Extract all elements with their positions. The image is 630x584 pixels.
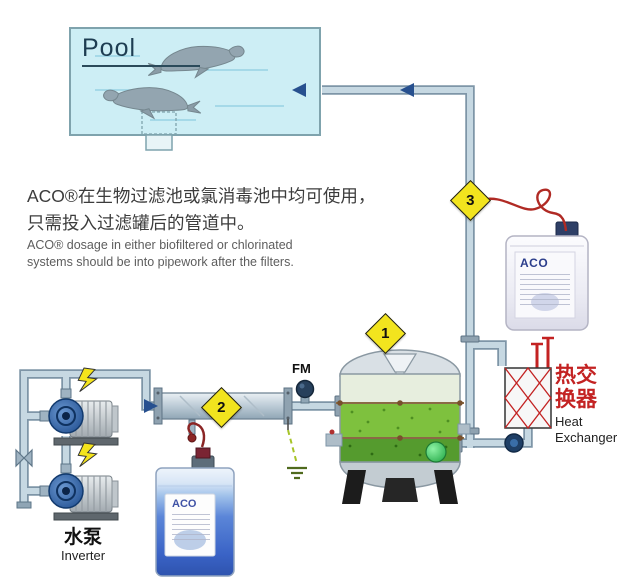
valve-icon xyxy=(15,448,33,468)
ground-icon xyxy=(287,419,307,480)
white-drum-fine-print xyxy=(520,274,570,306)
marker-2-label: 2 xyxy=(217,399,226,416)
heat-exchanger-label-en: Heat Exchanger xyxy=(555,414,618,445)
flow-arrows xyxy=(144,83,414,413)
heat-exchanger-label-zh: 热交换器 xyxy=(555,364,597,411)
description-zh-line1: ACO®在生物过滤池或氯消毒池中均可使用， xyxy=(27,186,376,206)
pump-label-en: Inverter xyxy=(61,548,106,563)
hx-pump xyxy=(504,433,524,453)
filter-tank xyxy=(325,349,471,504)
description-zh-line2: 只需投入过滤罐后的管道中。 xyxy=(27,213,255,233)
flow-meter xyxy=(295,379,315,404)
pool-drain xyxy=(141,111,177,151)
return-arrow xyxy=(292,83,306,97)
description-en-line2: systems should be into pipework after th… xyxy=(27,255,294,269)
blue-drum-label: ACO xyxy=(172,498,197,510)
pool-title: Pool xyxy=(82,34,200,67)
description-zh: ACO®在生物过滤池或氯消毒池中均可使用， 只需投入过滤罐后的管道中。 xyxy=(27,183,375,237)
heat-exchanger xyxy=(504,336,554,453)
sight-glass-ball xyxy=(425,441,447,463)
blue-drum-fine-print xyxy=(172,514,210,540)
pump-2 xyxy=(39,463,119,521)
lightning-icon xyxy=(76,441,99,470)
pool xyxy=(69,27,321,151)
pipework xyxy=(16,90,528,509)
dosing-hose-white xyxy=(477,188,568,232)
return-arrow xyxy=(400,83,414,97)
description-en: ACO® dosage in either biofiltered or chl… xyxy=(27,237,294,271)
marker-1-label: 1 xyxy=(381,325,390,342)
chemical-drum-blue xyxy=(155,447,235,577)
description-en-line1: ACO® dosage in either biofiltered or chl… xyxy=(27,238,293,252)
hot-water-lines xyxy=(531,336,554,368)
injection-valve xyxy=(187,433,197,443)
white-drum-label: ACO xyxy=(520,256,549,270)
pump-label-zh: 水泵 xyxy=(64,527,103,548)
pipe-end-cap xyxy=(16,501,32,509)
flow-meter-label: FM xyxy=(292,361,311,376)
marker-3-label: 3 xyxy=(466,192,475,209)
pump-1 xyxy=(39,388,119,446)
mixer-inlet-arrow xyxy=(144,399,158,413)
dosing-hose-blue xyxy=(187,422,206,448)
